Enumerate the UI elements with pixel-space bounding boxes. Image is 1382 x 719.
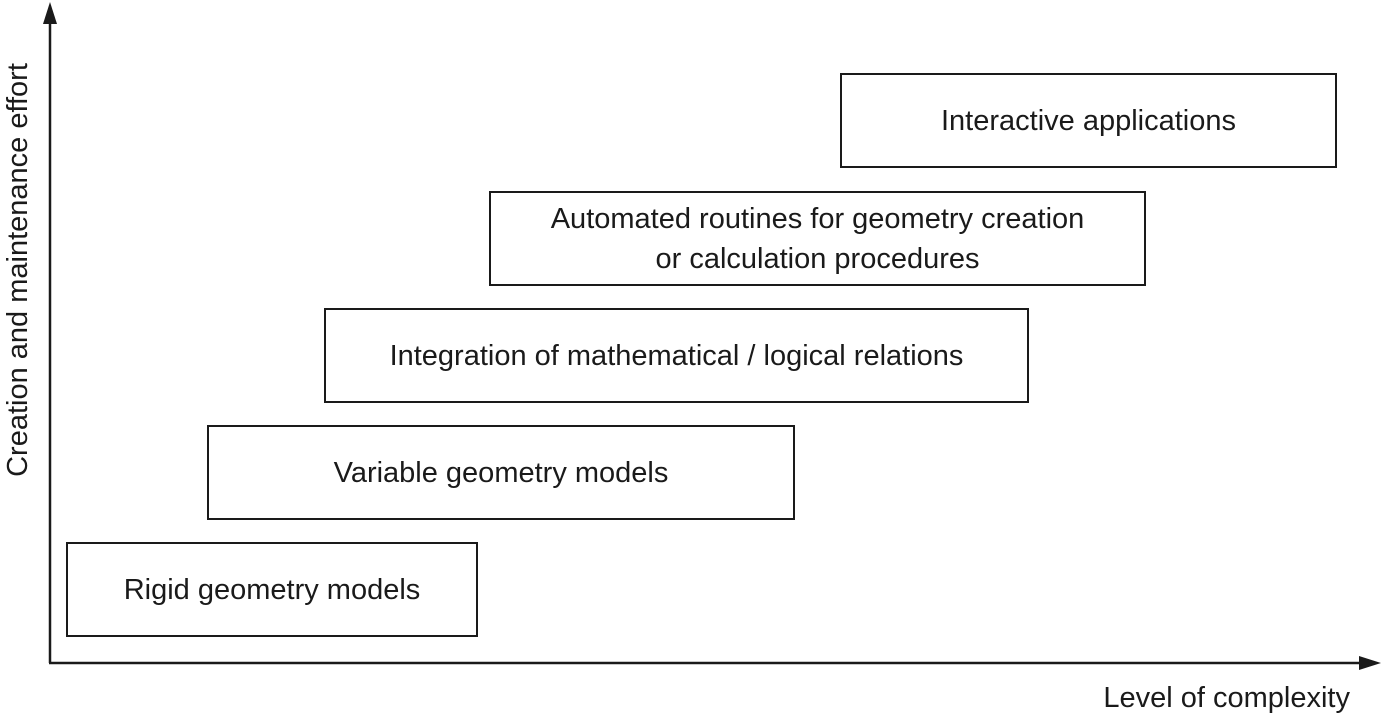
- level-box-variable-geometry-models: Variable geometry models: [207, 425, 795, 520]
- x-axis-label: Level of complexity: [1103, 682, 1350, 714]
- y-axis-label: Creation and maintenance effort: [2, 63, 34, 477]
- x-axis-arrowhead: [1359, 656, 1381, 670]
- level-box-automated-routines: Automated routines for geometry creation…: [489, 191, 1146, 286]
- box-label: Variable geometry models: [333, 456, 669, 489]
- level-box-integration-of-relations: Integration of mathematical / logical re…: [324, 308, 1029, 403]
- level-box-rigid-geometry-models: Rigid geometry models: [66, 542, 478, 637]
- box-label: Integration of mathematical / logical re…: [389, 339, 964, 372]
- box-label: Rigid geometry models: [123, 573, 421, 606]
- box-label: Automated routines for geometry creation…: [550, 202, 1085, 275]
- level-box-interactive-applications: Interactive applications: [840, 73, 1337, 168]
- box-label: Interactive applications: [941, 104, 1236, 137]
- y-axis-arrowhead: [43, 2, 57, 24]
